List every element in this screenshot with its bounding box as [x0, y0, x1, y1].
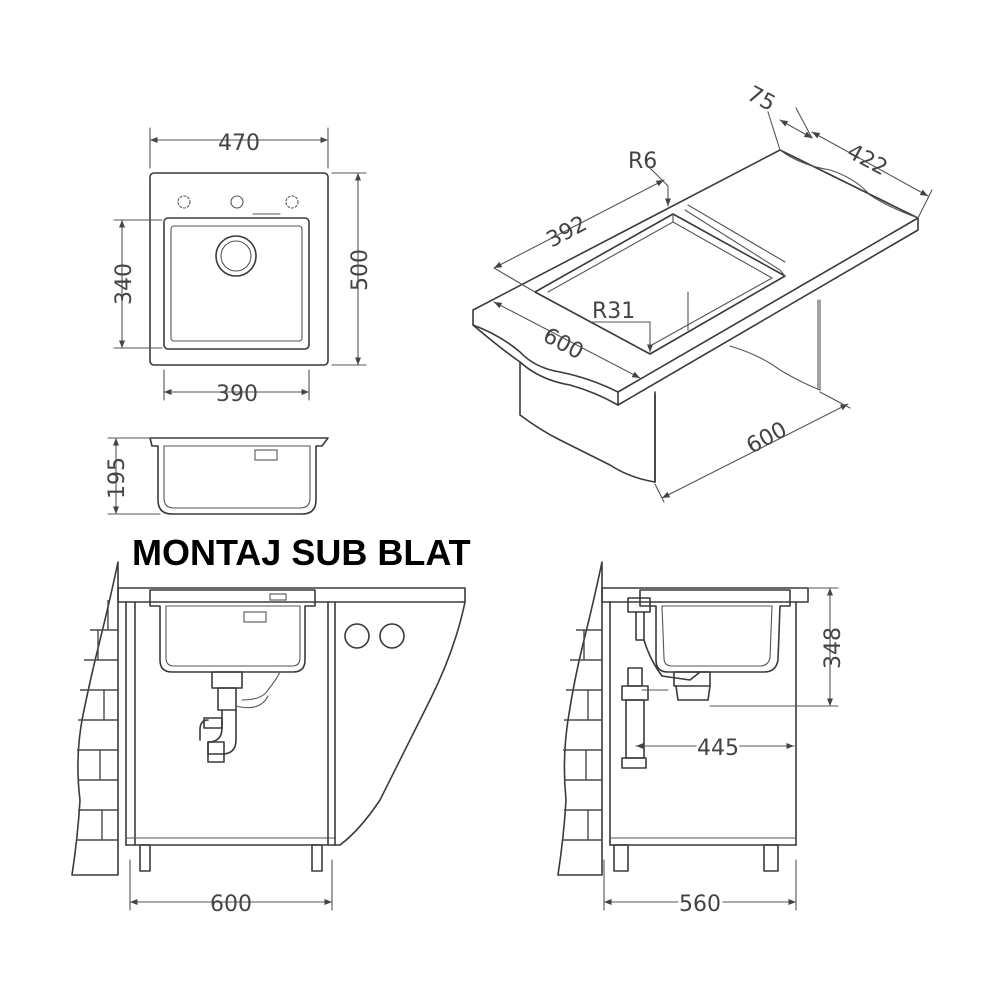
- side-install-view: 348 445 560: [557, 561, 846, 920]
- installation-title: MONTAJ SUB BLAT: [132, 532, 471, 573]
- dim-bowl-radius: R31: [592, 299, 635, 324]
- dim-front-cabinet-width: 600: [210, 892, 252, 917]
- dim-cabinet-width-persp: 600: [743, 417, 792, 459]
- dim-top-width: 470: [218, 131, 260, 156]
- dim-drain-offset: 445: [697, 736, 739, 761]
- top-view: 470 340 500 390: [112, 127, 373, 407]
- dim-bowl-width: 390: [216, 382, 258, 407]
- dim-bowl-length: 392: [543, 211, 592, 253]
- perspective-view: 75 422 R6 392 R31 600 600: [472, 82, 933, 503]
- dim-side-cabinet-depth: 560: [679, 892, 721, 917]
- dim-depth: 195: [105, 457, 130, 499]
- dim-bowl-height: 340: [112, 263, 137, 305]
- dim-depth-right: 422: [843, 139, 892, 181]
- dim-top-height: 500: [348, 249, 373, 291]
- front-install-view: 600: [71, 561, 466, 917]
- dim-side-height: 348: [821, 627, 846, 669]
- dim-bowl-width-persp: 600: [539, 323, 588, 365]
- dim-thickness: 75: [743, 82, 779, 117]
- side-profile-view: 195: [105, 437, 329, 515]
